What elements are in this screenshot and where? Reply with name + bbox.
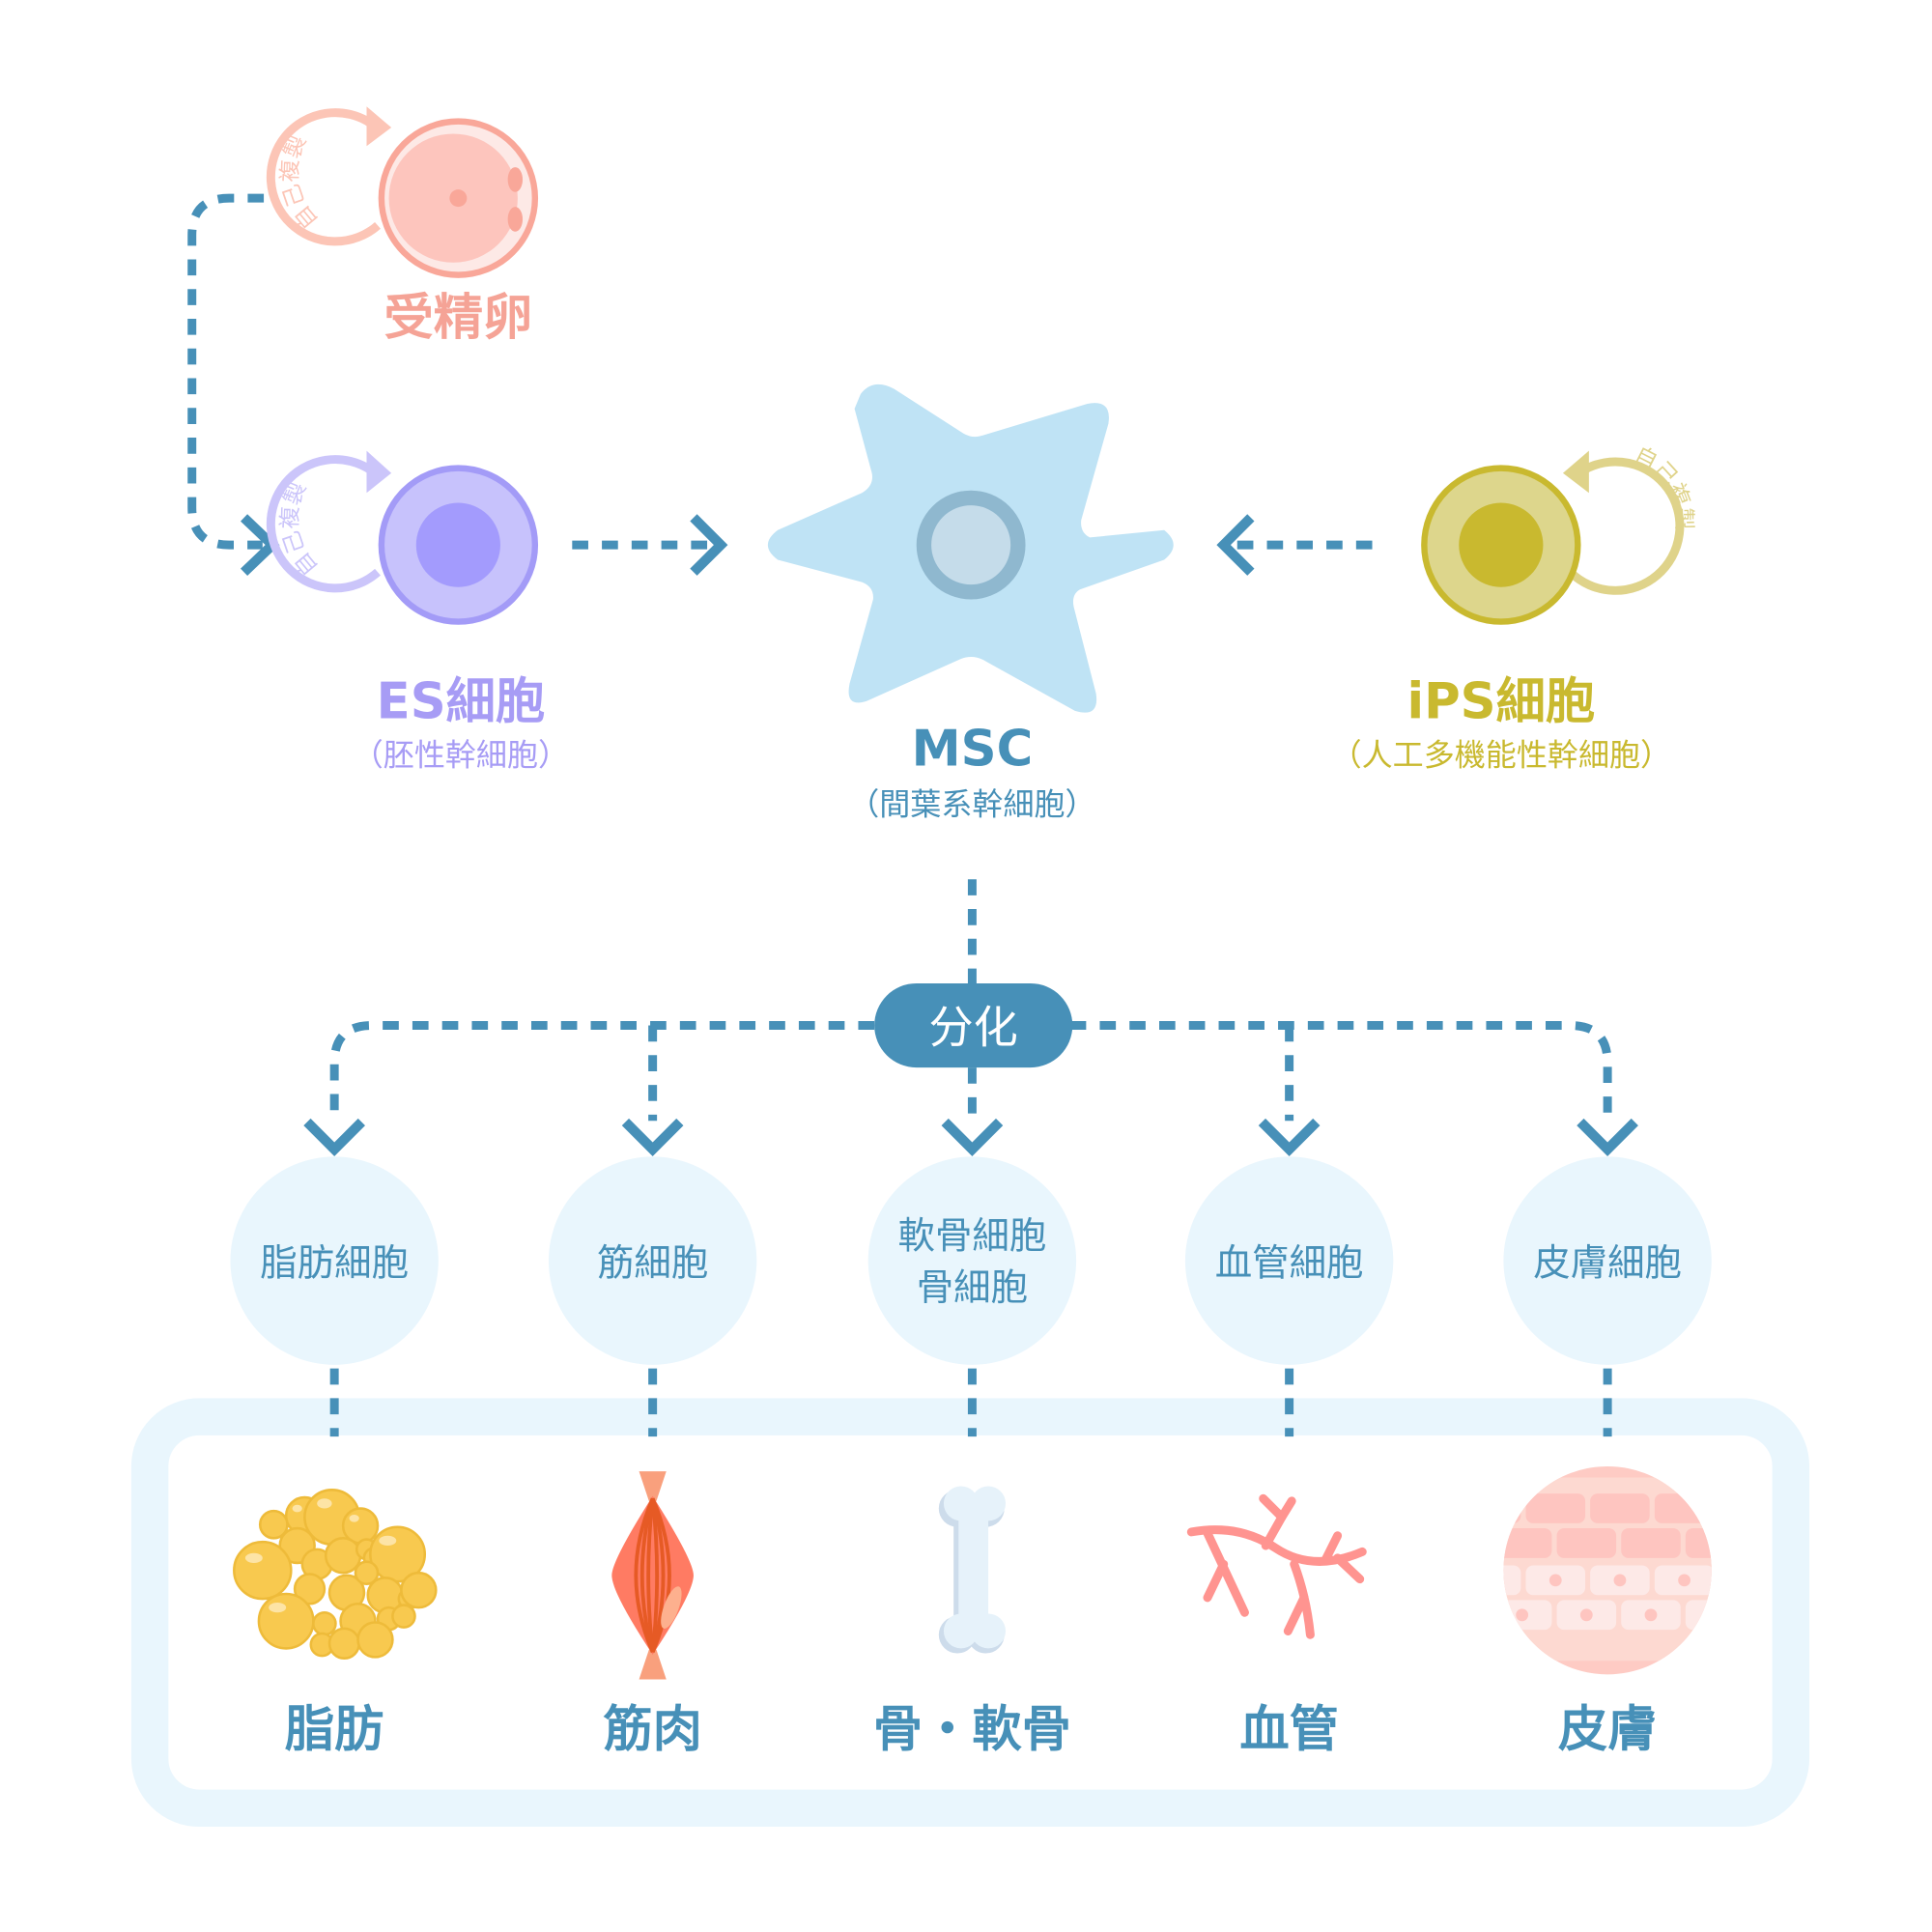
ips-to-msc-connector bbox=[1216, 514, 1373, 576]
tissue-label-blood-vessel: 血管 bbox=[1239, 1701, 1339, 1759]
cell-type-label: 筋細胞 bbox=[597, 1242, 708, 1286]
ips-cell-nucleus-icon bbox=[1459, 502, 1544, 587]
self-renewal-arrow-icon bbox=[266, 108, 381, 246]
tissue-label-bone-cartilage: 骨・軟骨 bbox=[873, 1701, 1071, 1759]
msc-label: MSC bbox=[912, 720, 1034, 778]
ips-cell-sublabel: （人工多機能性幹細胞） bbox=[1331, 736, 1672, 773]
cell-type-skin: 皮膚細胞 bbox=[1503, 1156, 1712, 1365]
arrowhead-icon bbox=[366, 106, 392, 147]
cell-type-chondrocyte-osteocyte: 軟骨細胞 骨細胞 bbox=[867, 1156, 1077, 1365]
tissue-label-fat: 脂肪 bbox=[285, 1701, 384, 1759]
cell-type-circle bbox=[1184, 1156, 1394, 1365]
es-cell: 自己複製 ES細胞 （胚性幹細胞） bbox=[266, 450, 569, 773]
tissue-label-muscle: 筋肉 bbox=[603, 1701, 702, 1759]
es-cell-label: ES細胞 bbox=[377, 673, 545, 731]
cell-type-circle bbox=[1503, 1156, 1712, 1365]
cell-type-circle bbox=[548, 1156, 757, 1365]
es-to-msc-connector bbox=[572, 514, 728, 576]
cell-type-circle bbox=[230, 1156, 439, 1365]
cell-type-myocyte: 筋細胞 bbox=[548, 1156, 757, 1365]
cell-to-tissue-connectors bbox=[329, 1368, 1612, 1437]
cell-type-label: 血管細胞 bbox=[1215, 1242, 1364, 1286]
fat-globules-icon bbox=[233, 1489, 438, 1660]
ips-cell-label: iPS細胞 bbox=[1407, 673, 1596, 731]
self-renewal-label: 自己複製 bbox=[1630, 442, 1695, 530]
cell-type-vascular: 血管細胞 bbox=[1184, 1156, 1394, 1365]
polar-body-icon bbox=[507, 207, 524, 232]
msc-cell: MSC （間葉系幹細胞） bbox=[767, 384, 1174, 823]
bone-icon bbox=[938, 1486, 1007, 1654]
egg-nucleus-icon bbox=[449, 189, 468, 208]
muscle-icon bbox=[611, 1471, 694, 1680]
arrowhead-icon bbox=[1562, 450, 1589, 494]
self-renewal-arrow-icon bbox=[266, 455, 381, 593]
blood-vessel-icon bbox=[1186, 1493, 1367, 1639]
differentiation-pill-bg bbox=[874, 982, 1073, 1068]
self-renewal-arrow-icon bbox=[1567, 457, 1685, 595]
egg-to-es-connector bbox=[187, 193, 280, 577]
cell-type-label: 脂肪細胞 bbox=[260, 1242, 409, 1286]
es-cell-sublabel: （胚性幹細胞） bbox=[353, 736, 569, 773]
tissue-label-skin: 皮膚 bbox=[1558, 1701, 1658, 1759]
differentiation-label: 分化 bbox=[929, 1001, 1018, 1053]
cell-type-label-line1: 軟骨細胞 bbox=[898, 1214, 1047, 1258]
differentiation-pill: 分化 bbox=[874, 982, 1073, 1068]
msc-nucleus-icon bbox=[916, 490, 1026, 600]
fertilized-egg-label: 受精卵 bbox=[384, 289, 532, 347]
cell-type-label: 皮膚細胞 bbox=[1533, 1242, 1682, 1286]
cell-type-adipocyte: 脂肪細胞 bbox=[230, 1156, 439, 1365]
ips-cell: 自己複製 iPS細胞 （人工多機能性幹細胞） bbox=[1331, 442, 1696, 773]
fertilized-egg: 自己複製 受精卵 bbox=[266, 106, 539, 347]
msc-sublabel: （間葉系幹細胞） bbox=[848, 786, 1095, 823]
differentiation-connectors bbox=[303, 879, 1638, 1156]
es-cell-nucleus-icon bbox=[415, 502, 500, 587]
cell-type-label-line2: 骨細胞 bbox=[917, 1266, 1028, 1310]
arrowhead-icon bbox=[366, 450, 392, 494]
cell-type-circle bbox=[867, 1156, 1077, 1365]
polar-body-icon bbox=[507, 167, 524, 192]
